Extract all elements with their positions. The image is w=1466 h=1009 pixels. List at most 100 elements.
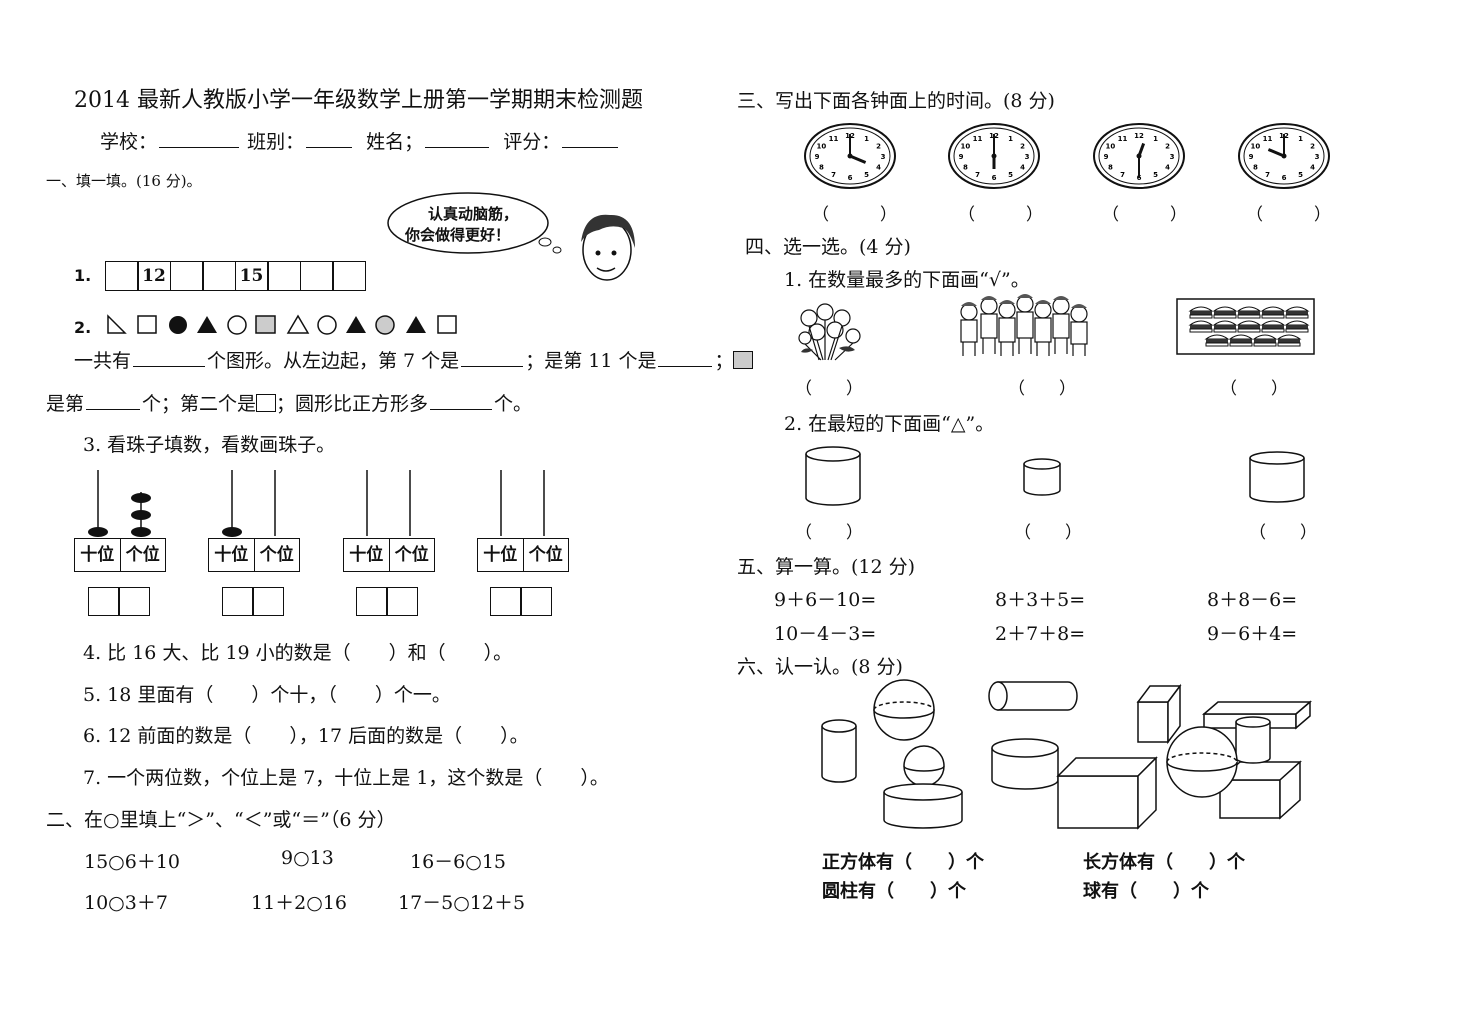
burger-icon — [1212, 306, 1238, 319]
s4-q2-paren[interactable]: （ ） — [1014, 523, 1082, 543]
calc-item[interactable]: 2＋7＋8= — [995, 623, 1086, 645]
s4-q1-paren[interactable]: （ ） — [1220, 379, 1288, 399]
answer-box[interactable] — [520, 587, 552, 616]
seq-box[interactable] — [267, 261, 301, 291]
q2-line1: 一共有个图形。从左边起，第 7 个是；是第 11 个是； — [74, 346, 754, 373]
clock-answer-paren[interactable]: （ ） — [1246, 205, 1331, 225]
s4-q2-paren[interactable]: （ ） — [1249, 523, 1317, 543]
bubble-line1: 认真动脑筋， — [428, 205, 519, 223]
seq-box[interactable] — [332, 261, 366, 291]
cylinders-illustration — [805, 446, 1305, 506]
seq-box[interactable] — [299, 261, 334, 291]
compare-item[interactable]: 16－6○15 — [410, 851, 507, 873]
clock-numeral: 2 — [1020, 143, 1025, 151]
blank-field[interactable] — [658, 365, 713, 367]
school-field[interactable] — [159, 146, 240, 148]
tens-label: 十位 — [214, 545, 249, 565]
score-field[interactable] — [562, 146, 619, 148]
clock-numeral: 7 — [975, 171, 980, 179]
compare-item[interactable]: 11＋2○16 — [251, 892, 348, 914]
s4-q2-paren[interactable]: （ ） — [795, 523, 863, 543]
compare-item[interactable]: 9○13 — [281, 847, 334, 869]
cylinder-count-answer[interactable]: 圆柱有（ ）个 — [822, 881, 966, 902]
s4-q2-text: 2. 在最短的下面画“△”。 — [784, 413, 995, 435]
clock-numeral: 4 — [1020, 164, 1025, 172]
q2-text: 个。 — [494, 393, 533, 415]
seq-box[interactable] — [104, 261, 139, 291]
clock-numeral: 2 — [1165, 143, 1170, 151]
s4-q1-paren[interactable]: （ ） — [795, 379, 863, 399]
gray-square-icon — [255, 315, 276, 334]
blank-field[interactable] — [461, 365, 524, 367]
clock-numeral: 9 — [1104, 153, 1109, 161]
name-label: 姓名； — [366, 131, 424, 153]
clock-numeral: 4 — [876, 164, 881, 172]
clock-numeral: 7 — [1120, 171, 1125, 179]
section6-heading: 六、认一认。(8 分) — [737, 656, 903, 678]
number-sequence-boxes: 12 15 — [104, 261, 366, 291]
cuboid-count-answer[interactable]: 长方体有（ ）个 — [1083, 852, 1245, 873]
answer-box[interactable] — [87, 587, 120, 616]
class-field[interactable] — [306, 146, 353, 148]
clock-numeral: 6 — [1282, 174, 1287, 182]
bubble-line2: 你会做得更好！ — [405, 226, 511, 244]
calc-item[interactable]: 8＋3＋5= — [995, 589, 1086, 611]
tall-cylinder — [805, 454, 861, 506]
answer-box[interactable] — [252, 587, 284, 616]
bead — [131, 493, 151, 503]
burger-icon — [1276, 334, 1302, 347]
seq-box[interactable] — [169, 261, 204, 291]
tens-label: 十位 — [483, 545, 518, 565]
q2-text: ；圆形比正方形多 — [276, 393, 429, 415]
clock-numeral: 8 — [1108, 164, 1113, 172]
compare-item[interactable]: 10○3＋7 — [84, 892, 168, 914]
compare-item[interactable]: 17－5○12＋5 — [398, 892, 526, 914]
clock-numeral: 11 — [973, 135, 983, 143]
blank-field[interactable] — [430, 408, 493, 410]
clock-numeral: 11 — [1118, 135, 1128, 143]
s4-q1-paren[interactable]: （ ） — [1008, 379, 1076, 399]
cylinder-shape — [1235, 722, 1271, 764]
filled-circle-icon — [169, 316, 187, 334]
calc-item[interactable]: 10－4－3= — [774, 623, 877, 645]
square-icon — [137, 315, 157, 334]
sphere-count-answer[interactable]: 球有（ ）个 — [1083, 881, 1209, 902]
answer-box[interactable] — [221, 587, 254, 616]
burger-icon — [1236, 306, 1262, 319]
section4-heading: 四、选一选。(4 分) — [745, 236, 911, 258]
answer-box[interactable] — [355, 587, 388, 616]
hour-hand — [849, 154, 867, 164]
cube-count-answer[interactable]: 正方体有（ ）个 — [822, 852, 984, 873]
seq-box[interactable] — [202, 261, 236, 291]
clock-numeral: 10 — [961, 143, 971, 151]
calc-item[interactable]: 9＋6－10= — [774, 589, 877, 611]
name-field[interactable] — [425, 146, 490, 148]
clock-answer-paren[interactable]: （ ） — [1102, 205, 1187, 225]
answer-box[interactable] — [489, 587, 522, 616]
calc-item[interactable]: 8＋8－6= — [1207, 589, 1298, 611]
children-group-illustration — [960, 294, 1088, 356]
blank-field[interactable] — [133, 365, 206, 367]
clock-answer-paren[interactable]: （ ） — [812, 205, 897, 225]
filled-triangle-icon — [346, 316, 366, 333]
ones-label: 个位 — [388, 539, 435, 571]
seq-box: 15 — [234, 261, 269, 291]
clock-answer-paren[interactable]: （ ） — [958, 205, 1043, 225]
medium-cylinder — [1249, 458, 1305, 503]
calc-item[interactable]: 9－6＋4= — [1207, 623, 1298, 645]
class-label: 班别： — [247, 131, 305, 153]
filled-triangle-icon — [406, 316, 426, 333]
answer-box[interactable] — [386, 587, 418, 616]
clock-numeral: 8 — [819, 164, 824, 172]
compare-item[interactable]: 15○6＋10 — [84, 851, 181, 873]
answer-box[interactable] — [118, 587, 150, 616]
q2-text: 个图形。从左边起，第 7 个是 — [207, 350, 460, 372]
place-value-labels: 十位个位 — [208, 538, 300, 572]
clock-numeral: 5 — [1298, 171, 1303, 179]
burger-icon — [1236, 320, 1262, 333]
blank-field[interactable] — [86, 408, 141, 410]
bead — [88, 527, 108, 537]
right-triangle-icon — [107, 314, 127, 334]
place-value-labels: 十位个位 — [477, 538, 569, 572]
